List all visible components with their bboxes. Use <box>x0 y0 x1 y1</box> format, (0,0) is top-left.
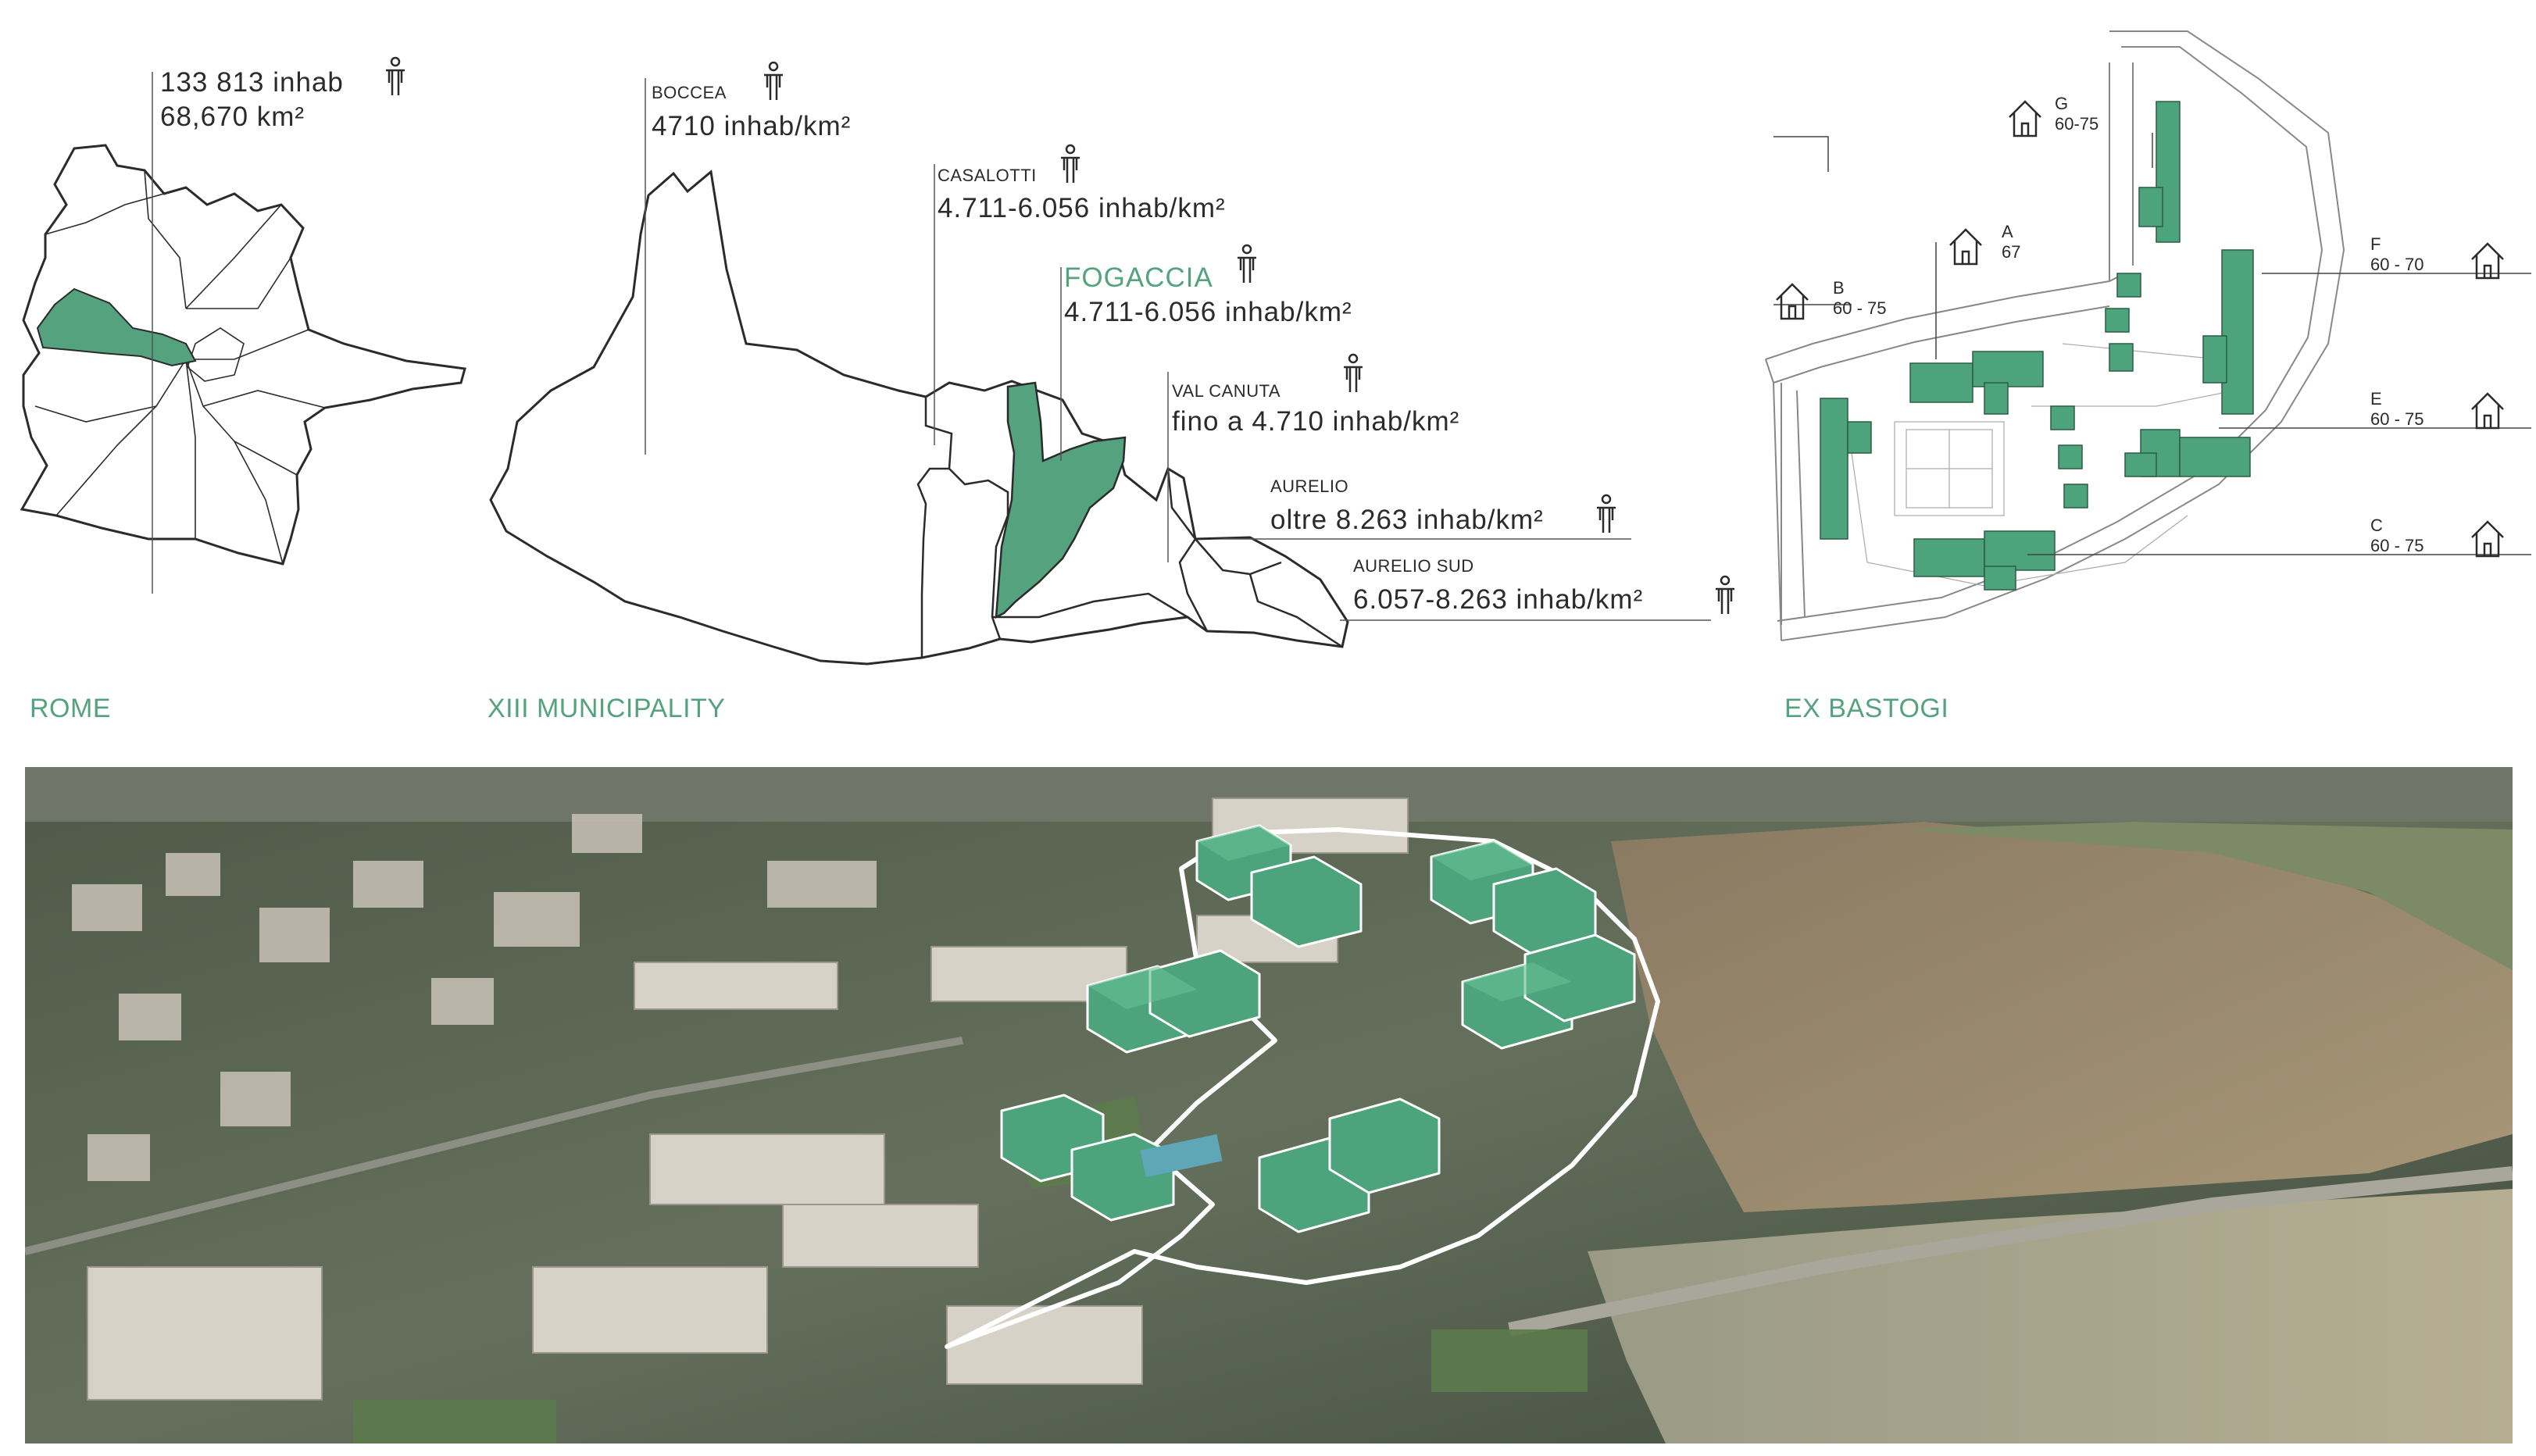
zone-density-aurelio-sud: 6.057-8.263 inhab/km² <box>1353 584 1644 615</box>
house-icon <box>2471 392 2504 430</box>
house-icon <box>2009 100 2041 137</box>
zone-name-casalotti: CASALOTTI <box>938 166 1037 185</box>
house-icon <box>1776 283 1809 320</box>
caption-ex-bastogi: EX BASTOGI <box>1784 694 1949 723</box>
house-icon <box>2471 520 2504 558</box>
zone-name-aurelio-sud: AURELIO SUD <box>1353 556 1474 576</box>
municipality-map <box>489 78 1711 666</box>
zone-name-aurelio: AURELIO <box>1270 476 1349 496</box>
caption-rome: ROME <box>30 694 111 723</box>
zone-density-aurelio: oltre 8.263 inhab/km² <box>1270 505 1544 535</box>
house-icon <box>2471 242 2504 280</box>
person-icon <box>764 61 783 100</box>
fogaccia-highlight <box>995 381 1127 619</box>
person-icon <box>1061 144 1080 183</box>
house-icon <box>1949 228 1982 266</box>
zone-name-fogaccia: FOGACCIA <box>1064 262 1213 293</box>
zone-name-val-canuta: VAL CANUTA <box>1172 381 1281 401</box>
person-icon <box>386 56 405 95</box>
zone-density-casalotti: 4.711-6.056 inhab/km² <box>938 193 1226 223</box>
person-icon <box>1344 353 1363 392</box>
person-icon <box>1716 575 1734 614</box>
zone-density-boccea: 4710 inhab/km² <box>652 111 852 141</box>
zone-density-val-canuta: fino a 4.710 inhab/km² <box>1172 406 1460 437</box>
zone-name-boccea: BOCCEA <box>652 83 727 102</box>
aerial-view <box>25 767 2513 1444</box>
rome-xiii-highlight <box>36 287 197 367</box>
rome-outline <box>20 144 466 566</box>
caption-xiii-municipality: XIII MUNICIPALITY <box>488 694 726 723</box>
person-icon <box>1238 244 1256 283</box>
bastogi-site-plan <box>1765 30 2531 641</box>
zone-density-fogaccia: 4.711-6.056 inhab/km² <box>1064 297 1352 327</box>
rome-area: 68,670 km² <box>160 102 305 132</box>
municipality-outline <box>489 170 1349 666</box>
rome-population: 133 813 inhab <box>160 67 344 98</box>
person-icon <box>1597 494 1616 533</box>
rome-map <box>20 72 466 594</box>
